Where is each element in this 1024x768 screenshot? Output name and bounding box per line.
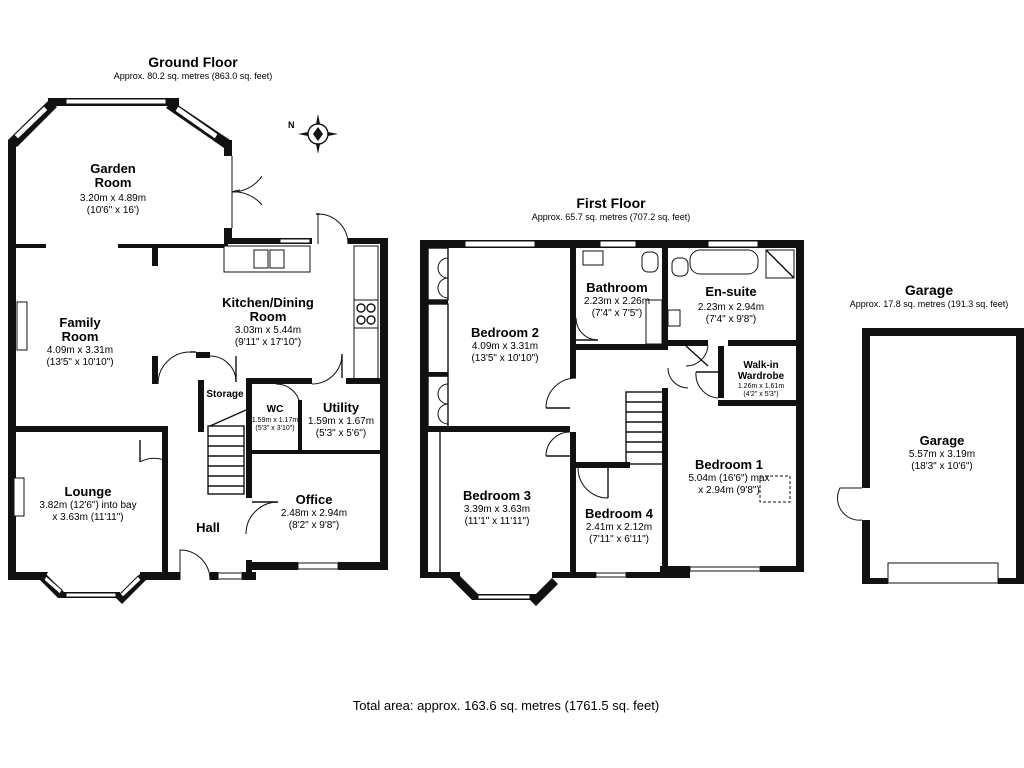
bathroom-toilet [641,251,659,273]
en-suite-dim-1: 2.23m x 2.94m [698,302,764,313]
bedroom2-dim-1: 4.09m x 3.31m [472,341,538,352]
garage-dim-2: (18'3" x 10'6") [911,461,973,472]
walk-in-name-1: Walk-in [743,360,778,371]
family-room-dim-2: (13'5" x 10'10") [46,357,113,368]
utility-dim-1: 1.59m x 1.67m [308,416,374,427]
first-floor-plan: First Floor Approx. 65.7 sq. metres (707… [420,195,804,606]
garden-room-windows [13,98,219,140]
kitchen-dim-1: 3.03m x 5.44m [235,325,301,336]
compass-north-label: N [288,120,295,130]
office-name: Office [296,492,333,507]
walk-in-dim-2: (4'2" x 5'3") [743,391,778,398]
first-stairs [625,391,667,465]
garage-area: Approx. 17.8 sq. metres (191.3 sq. feet) [850,299,1009,309]
bedroom1-name: Bedroom 1 [695,457,763,472]
lounge-name: Lounge [65,484,112,499]
bathroom-name: Bathroom [586,280,647,295]
walk-in-dim-1: 1.26m x 1.61m [738,383,784,390]
en-suite-name: En-suite [705,284,756,299]
lounge-fireplace [13,477,25,517]
fireplace [16,301,28,351]
garage-title: Garage [905,282,953,298]
bedroom1-dim-2: x 2.94m (9'8") [698,485,760,496]
kitchen-name-1: Kitchen/Dining [222,295,314,310]
garage-dim-1: 5.57m x 3.19m [909,449,975,460]
garden-room-dim-2: (10'6" x 16') [87,205,139,216]
hob [353,299,379,329]
en-suite-dim-2: (7'4" x 9'8") [706,314,756,325]
first-floor-area: Approx. 65.7 sq. metres (707.2 sq. feet) [532,212,691,222]
family-room-dim-1: 4.09m x 3.31m [47,345,113,356]
bathroom-basin [582,250,604,266]
bedroom2-dim-2: (13'5" x 10'10") [471,353,538,364]
ground-floor-area: Approx. 80.2 sq. metres (863.0 sq. feet) [114,71,273,81]
wc-name: WC [267,404,284,415]
family-room-name-1: Family [59,315,101,330]
hall-name: Hall [196,520,220,535]
garage-name: Garage [920,433,965,448]
first-floor-title: First Floor [576,195,646,211]
bedroom1-closet [759,475,791,503]
bedroom3-dim-1: 3.39m x 3.63m [464,504,530,515]
bathroom-dim-1: 2.23m x 2.26m [584,296,650,307]
bedroom1-dim-1: 5.04m (16'6") max [688,473,769,484]
garden-room-name-2: Room [95,175,132,190]
bathroom-bath [645,299,663,345]
bedroom3-name: Bedroom 3 [463,488,531,503]
kitchen-sink [253,249,269,269]
garden-room-door [231,156,263,228]
walk-in-name-2: Wardrobe [738,371,785,382]
wc-dim-1: 1.59m x 1.17m [252,417,298,424]
wc-dim-2: (5'3" x 3'10") [255,425,294,432]
bedroom4-dim-1: 2.41m x 2.12m [586,522,652,533]
compass-icon [298,114,338,154]
kitchen-dim-2: (9'11" x 17'10") [235,337,301,348]
kitchen-name-2: Room [250,309,287,324]
storage-name: Storage [206,389,244,400]
bedroom3-dim-2: (11'1" x 11'11") [465,516,530,527]
ground-stairs [207,425,245,495]
bathroom-dim-2: (7'4" x 7'5") [592,308,642,319]
utility-dim-2: (5'3" x 5'6") [316,428,366,439]
ground-floor-title: Ground Floor [148,54,238,70]
lounge-dim-1: 3.82m (12'6") into bay [39,500,136,511]
garden-room-dim-1: 3.20m x 4.89m [80,193,146,204]
bedroom4-name: Bedroom 4 [585,506,654,521]
bedroom4-dim-2: (7'11" x 6'11") [589,534,649,545]
ground-floor-plan: Ground Floor Approx. 80.2 sq. metres (86… [8,54,388,604]
lounge-dim-2: x 3.63m (11'11") [52,512,123,523]
bedroom2-name: Bedroom 2 [471,325,539,340]
en-suite-toilet [671,257,689,277]
garage-plan: Garage Approx. 17.8 sq. metres (191.3 sq… [837,282,1024,584]
garden-room-name-1: Garden [90,161,136,176]
office-dim-2: (8'2" x 9'8") [289,520,339,531]
garage-door [887,562,999,584]
family-room-name-2: Room [62,329,99,344]
office-dim-1: 2.48m x 2.94m [281,508,347,519]
total-area: Total area: approx. 163.6 sq. metres (17… [353,698,659,713]
en-suite-bath [689,249,759,275]
utility-name: Utility [323,400,360,415]
